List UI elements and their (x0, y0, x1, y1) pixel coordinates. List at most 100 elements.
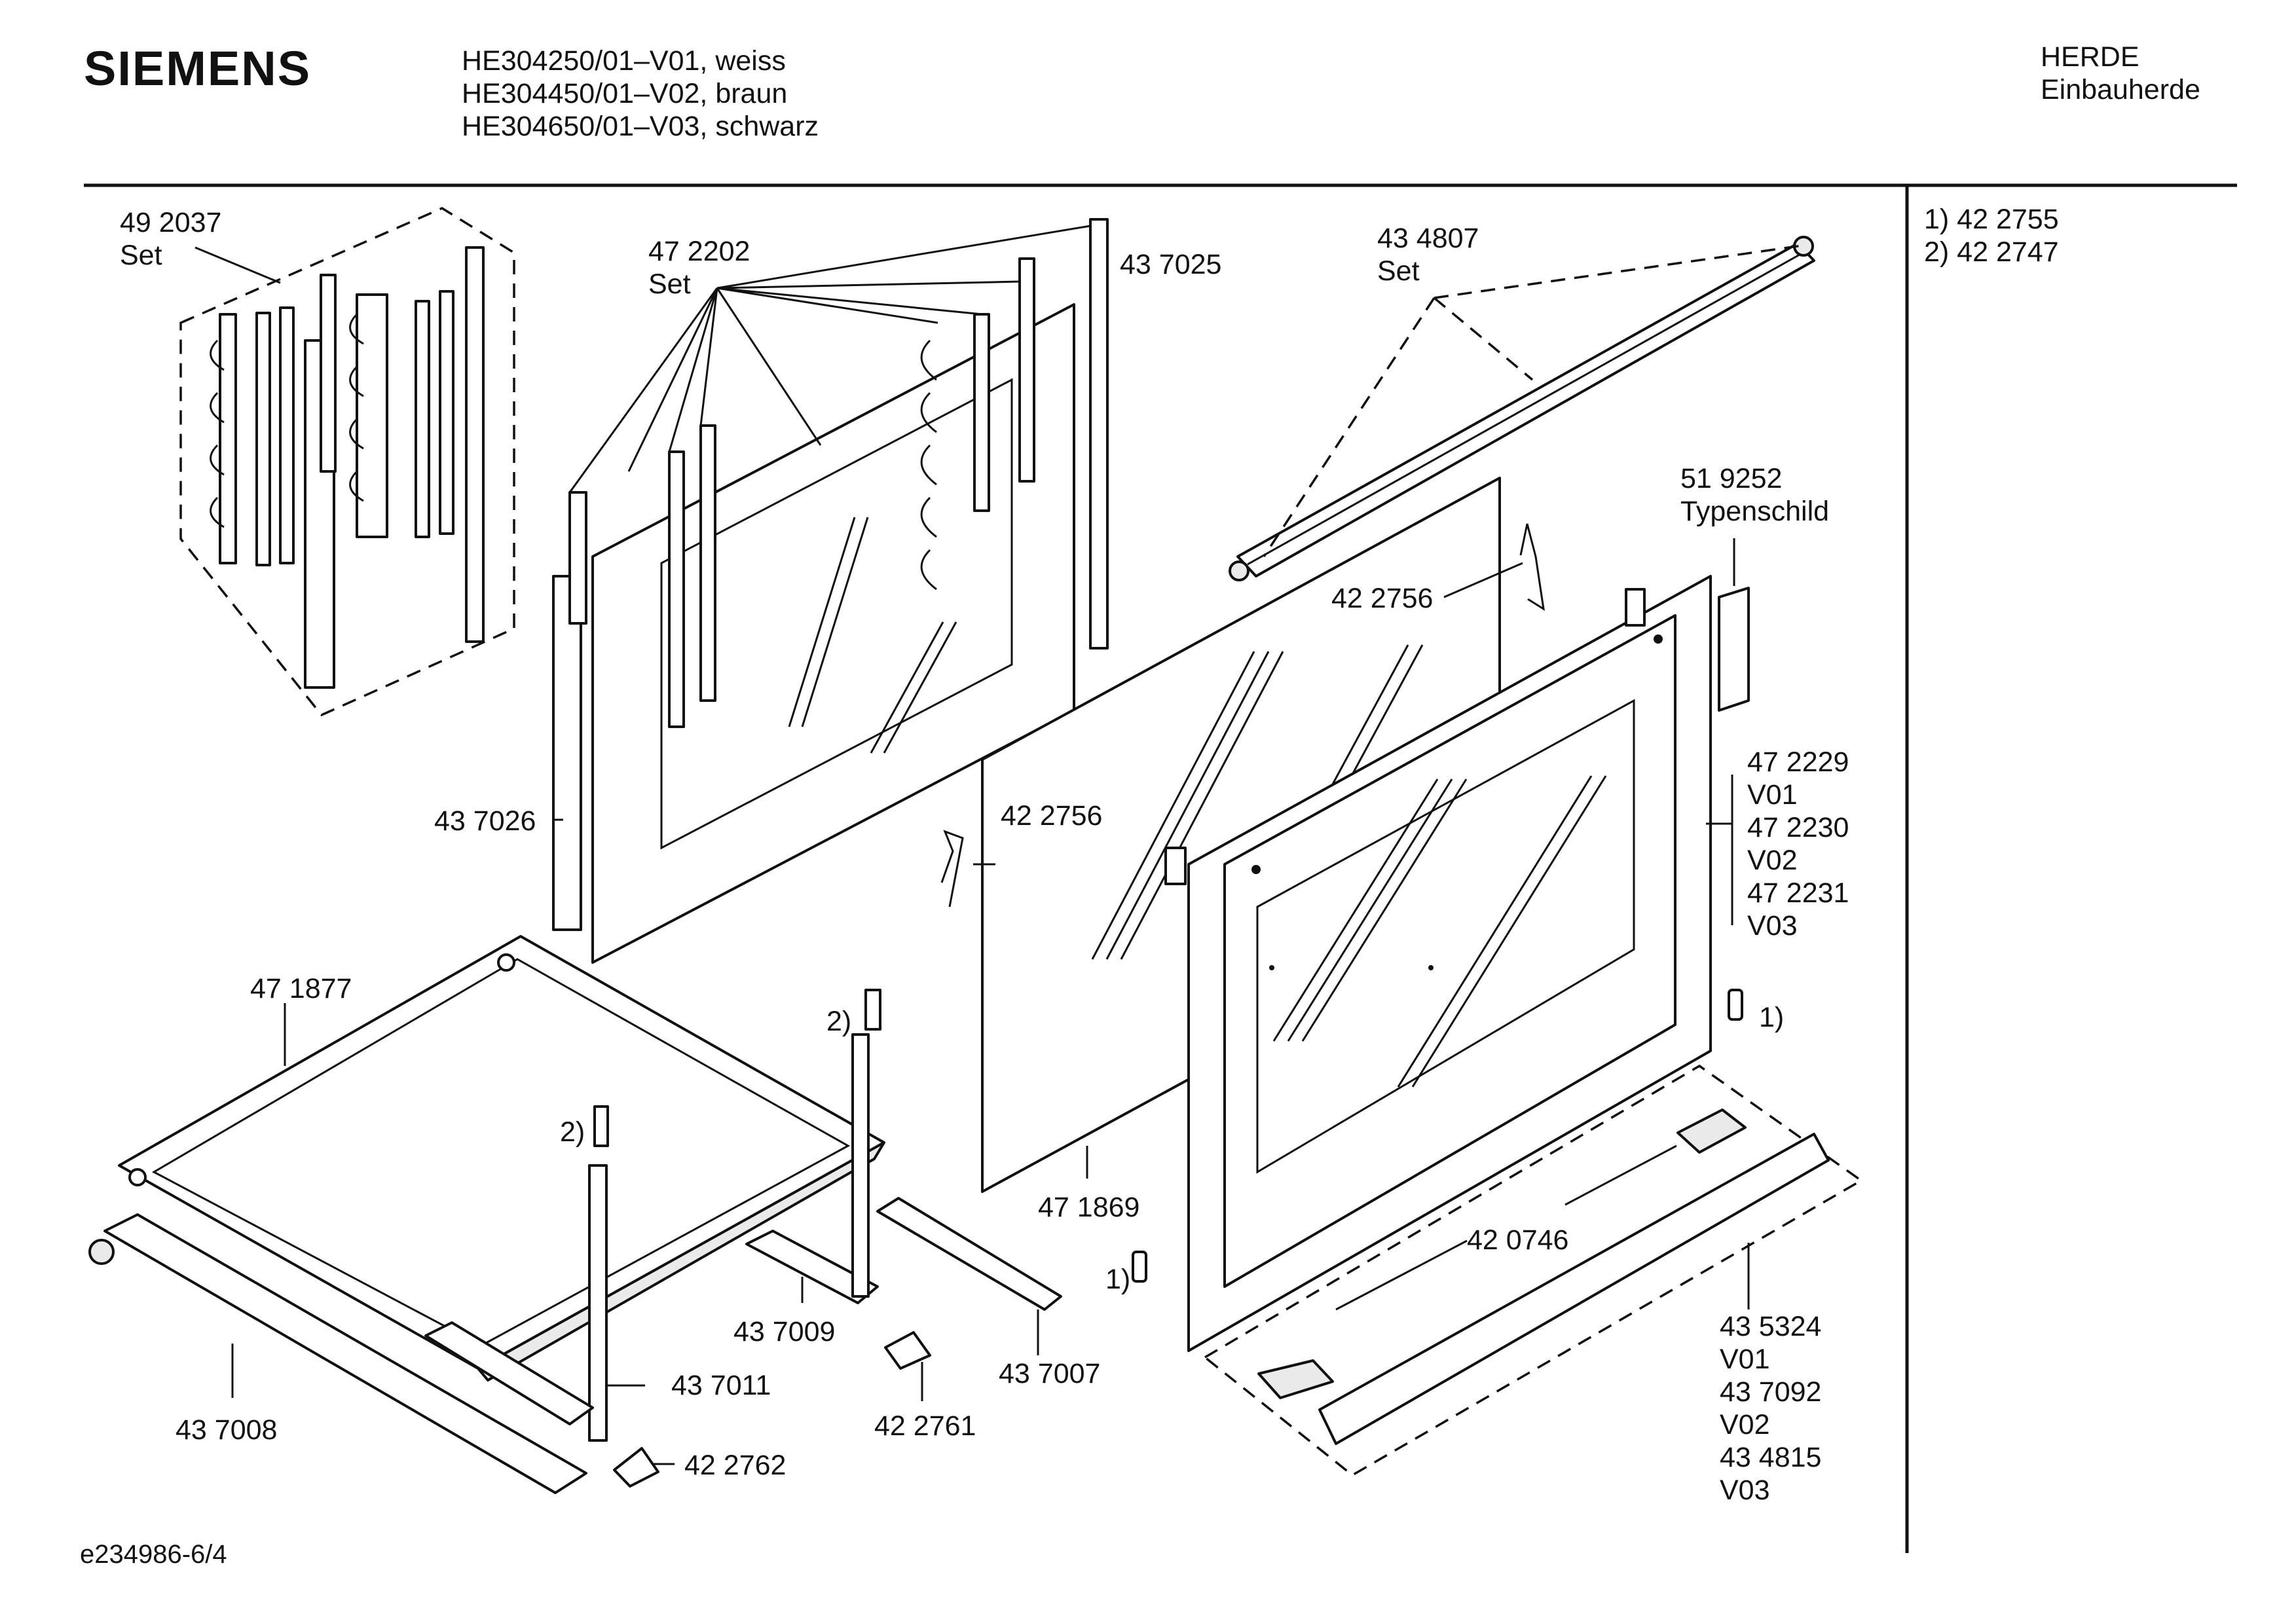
rack-right-group (349, 246, 485, 643)
rail-strip (668, 450, 685, 728)
glass-clip-left (940, 830, 964, 907)
callout-437026: 43 7026 (434, 805, 536, 837)
inner-rails (552, 218, 1109, 931)
rail-vertical-left (552, 575, 582, 931)
callout-471877: 47 1877 (250, 973, 352, 1004)
model-line-v03: HE304650/01–V03, schwarz (462, 111, 819, 142)
appliance-category: HERDE Einbauherde (2041, 41, 2200, 106)
door-screw (1428, 965, 1434, 970)
rack-hooks (349, 313, 364, 502)
inner-glass-window (660, 378, 1013, 850)
leader-422756a (1443, 562, 1523, 598)
callout-437009: 43 7009 (733, 1316, 835, 1347)
door-hinge-slot (1625, 588, 1646, 627)
outer-door-face (1223, 614, 1676, 1288)
clip-422762 (613, 1447, 659, 1488)
support-post-left (588, 1164, 608, 1442)
rack-strip (415, 300, 430, 538)
front-rail-437008 (103, 1213, 587, 1494)
rack-rail (320, 274, 337, 473)
callout-422756b: 42 2756 (1001, 800, 1102, 832)
callout-437007: 43 7007 (999, 1358, 1100, 1389)
rail-clip (568, 491, 587, 625)
glass-clip-right (1519, 523, 1545, 611)
rack-strip (219, 313, 237, 564)
glass-reflection (1091, 644, 1424, 960)
callout-422761: 42 2761 (874, 1410, 976, 1442)
rack-strip (255, 312, 271, 566)
cover-plate-hole (128, 1168, 147, 1186)
clip-422761 (884, 1331, 931, 1370)
handle-bar (1318, 1133, 1830, 1445)
bracket-tab (864, 989, 881, 1031)
cover-plate-inner (151, 958, 851, 1347)
hinge-rail-assembly (1229, 236, 1815, 581)
handle-dashed-frame (1202, 1064, 1864, 1477)
bottom-frame (88, 989, 1062, 1494)
callout-422756a: 42 2756 (1331, 583, 1433, 614)
footnote-1: 1) 42 2755 (1924, 204, 2059, 235)
model-line-v02: HE304450/01–V02, braun (462, 78, 788, 109)
glass-reflection (1272, 775, 1607, 1088)
callout-note-2-right: 2) (826, 1006, 851, 1037)
rail-hooks (920, 339, 937, 591)
rack-rail (356, 293, 388, 538)
footnote-list: 1) 42 2755 2) 42 2747 (1924, 203, 2059, 268)
callout-422762: 42 2762 (684, 1450, 786, 1481)
cross-bar-437009 (745, 1230, 879, 1304)
support-post-right (851, 1033, 870, 1298)
drawing-number: e234986‑6/4 (80, 1540, 227, 1569)
callout-437011: 43 7011 (671, 1370, 771, 1401)
rail-vertical-right (1089, 218, 1109, 650)
handle-end-cap (1257, 1359, 1334, 1399)
brand-logo: SIEMENS (84, 41, 312, 96)
hinge-rail-edge (1247, 251, 1805, 566)
door-clip (1728, 989, 1743, 1021)
callout-note-2-left: 2) (560, 1116, 585, 1148)
rack-left-group (210, 274, 337, 689)
bracket-tab (593, 1105, 609, 1147)
side-rack-set (179, 207, 515, 717)
footnote-2: 2) 42 2747 (1924, 236, 2059, 268)
door-hinge-slot (1164, 847, 1187, 885)
category-sub: Einbauherde (2041, 74, 2200, 105)
rail-strip (973, 313, 990, 512)
door-clip (1132, 1251, 1147, 1283)
side-rail-437007 (876, 1197, 1062, 1311)
rack-rail (465, 246, 485, 643)
cover-plate-hole (497, 953, 515, 972)
door-screw (1251, 865, 1261, 874)
rack-hooks (210, 339, 225, 528)
callout-437008: 43 7008 (176, 1414, 277, 1446)
door-screw (1654, 634, 1663, 644)
rail-strip (699, 424, 716, 702)
leader-492037 (194, 246, 281, 284)
door-handle (1257, 1108, 1830, 1445)
cover-plate-edge (477, 1141, 885, 1382)
category-main: HERDE (2041, 41, 2139, 73)
callout-471869: 47 1869 (1038, 1192, 1139, 1223)
type-plate (1718, 587, 1750, 712)
callout-note-1-door: 1) (1759, 1002, 1784, 1033)
leader-434807-end (1434, 244, 1803, 299)
door-screw (1269, 965, 1274, 970)
glass-reflection (788, 517, 957, 754)
model-list: HE304250/01–V01, weiss HE304450/01–V02, … (462, 45, 819, 143)
support-cross (424, 1321, 594, 1425)
handle-end-cap (1676, 1108, 1747, 1154)
rail-strip (1018, 257, 1035, 483)
model-line-v01: HE304250/01–V01, weiss (462, 45, 786, 77)
leader-434807 (1263, 297, 1534, 557)
rack-strip (439, 290, 454, 535)
callout-437025: 43 7025 (1120, 249, 1221, 280)
leader-420746 (1335, 1145, 1677, 1311)
rack-set-dashed-frame (179, 207, 515, 717)
leader-472202 (568, 225, 1091, 493)
